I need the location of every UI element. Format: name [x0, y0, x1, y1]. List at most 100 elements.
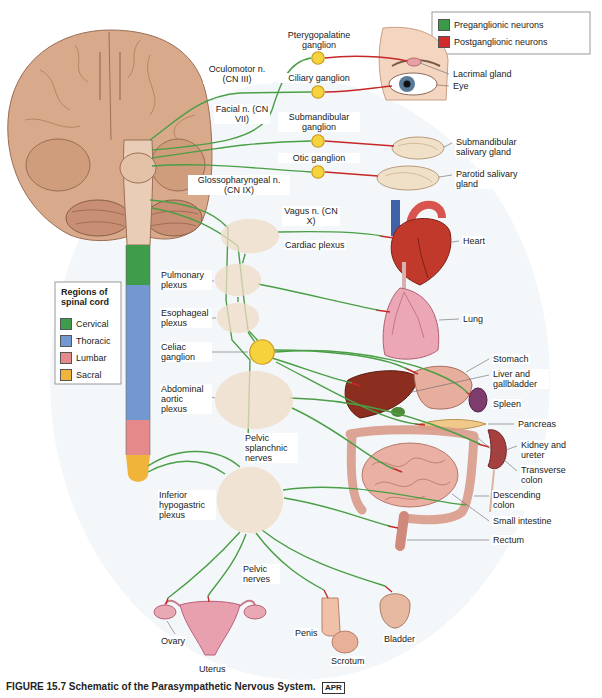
organ-label: Ovary — [160, 636, 186, 646]
abdominal-organs — [488, 430, 506, 469]
cranial-nerves — [152, 58, 311, 150]
plexus-label: Inferior hypogastric plexus — [158, 490, 216, 520]
sacral-nerves — [283, 487, 466, 505]
spinal-cord — [126, 245, 150, 285]
legend-swatch — [60, 335, 72, 347]
brain — [8, 30, 212, 245]
plexus-label: Abdominal aortic plexus — [160, 384, 212, 414]
leader-line — [167, 621, 175, 634]
leader-line — [452, 241, 459, 242]
legend-box — [55, 282, 121, 384]
plexus-outline — [217, 467, 284, 534]
vagus-nerve — [272, 358, 352, 383]
legend-label: Postganglionic neurons — [454, 37, 548, 48]
brain — [40, 70, 70, 110]
spinal-cord — [126, 285, 150, 420]
brain — [8, 30, 212, 241]
ganglion-shape — [311, 85, 325, 99]
nerve-connector — [248, 332, 254, 341]
nerve-label: Glossopharyngeal n. (CN IX) — [188, 175, 290, 195]
legend-swatch — [438, 19, 450, 31]
nerve-label: Facial n. (CN VII) — [214, 104, 270, 124]
vagus-nerve — [258, 284, 378, 310]
plexus-outline — [215, 264, 262, 297]
organ-label: Transverse colon — [520, 465, 577, 485]
leader-line — [474, 496, 489, 497]
ganglion-shape — [311, 134, 325, 148]
brain — [146, 200, 202, 236]
vagus-nerve — [276, 362, 417, 424]
postganglionic-fibers — [166, 598, 168, 604]
nerve-connector — [243, 254, 246, 264]
salivary-glands — [385, 173, 432, 182]
leader-line — [444, 143, 452, 147]
organ-label: Submandibular salivary gland — [455, 137, 532, 157]
brain — [75, 45, 88, 82]
ganglion-label: Pterygopalatine ganglion — [278, 30, 360, 50]
organ-label: Stomach — [492, 354, 530, 364]
legend-label: Cervical — [76, 319, 109, 330]
legend-label: Lumbar — [76, 353, 107, 364]
ganglion-outline — [312, 52, 325, 65]
abdominal-organs — [345, 366, 506, 546]
spinal-cord — [126, 245, 150, 455]
organ-label: Parotid salivary gland — [455, 169, 527, 189]
plexus-shape — [214, 263, 262, 297]
ganglion: Pterygopalatine ganglion — [311, 51, 325, 65]
ganglion-shape — [311, 165, 325, 179]
sacral-nerves — [262, 530, 385, 586]
sacral-nerves — [208, 534, 246, 596]
abdominal-organs — [414, 366, 472, 409]
brain — [128, 40, 140, 78]
face-and-eye — [399, 76, 415, 92]
ganglion-outline — [312, 166, 325, 179]
organ-label: Scrotum — [330, 656, 366, 666]
figure-caption: FIGURE 15.7 Schematic of the Parasympath… — [6, 681, 316, 693]
ganglion-label: Submandibular ganglion — [278, 112, 360, 132]
abdominal-organs — [469, 388, 487, 412]
ground-glow — [50, 80, 550, 680]
vagus-nerve — [292, 408, 394, 469]
plexus-outline — [217, 303, 260, 334]
organ-label: Bladder — [383, 634, 416, 644]
organ-label: Heart — [462, 236, 486, 246]
ganglion-shape — [249, 339, 275, 365]
legend-swatch — [60, 369, 72, 381]
leader-line — [506, 446, 517, 450]
sacral-nerves — [148, 451, 240, 467]
abdominal-organs — [350, 430, 474, 520]
postganglionic-fibers — [385, 586, 392, 592]
caption-row: FIGURE 15.7 Schematic of the Parasympath… — [6, 681, 316, 693]
sacral-nerves — [148, 461, 225, 474]
organ-label: Liver and gallbladder — [492, 369, 549, 389]
organ-label: Spleen — [492, 399, 522, 409]
leader-line — [439, 319, 459, 320]
brain — [26, 139, 90, 191]
ganglion-label: Ciliary ganglion — [278, 73, 360, 83]
leader-line — [439, 175, 452, 177]
nerve-label: Pelvic nerves — [242, 564, 280, 584]
organ-label: Pancreas — [517, 419, 557, 429]
abdominal-organs — [400, 516, 404, 546]
plexus-shape — [216, 302, 260, 334]
abdominal-organs — [362, 443, 458, 507]
pelvic-organs — [380, 594, 410, 628]
organ-label: Eye — [452, 81, 470, 91]
sacral-nerves — [168, 532, 240, 598]
postganglionic-fibers — [166, 56, 489, 604]
face-and-eye — [407, 58, 421, 66]
vagus-nerve — [278, 232, 382, 236]
cranial-nerves — [152, 165, 311, 172]
plexus-label: Esophageal plexus — [160, 308, 212, 328]
leader-line — [420, 63, 449, 74]
spinal-cord — [126, 420, 150, 455]
abdominal-organs — [345, 371, 418, 418]
postganglionic-fibers — [208, 596, 209, 602]
vagus-nerve — [150, 200, 480, 469]
salivary-glands — [392, 137, 444, 159]
legend-entry: Postganglionic neurons — [438, 36, 548, 48]
legend-entry: Lumbar — [60, 352, 107, 364]
